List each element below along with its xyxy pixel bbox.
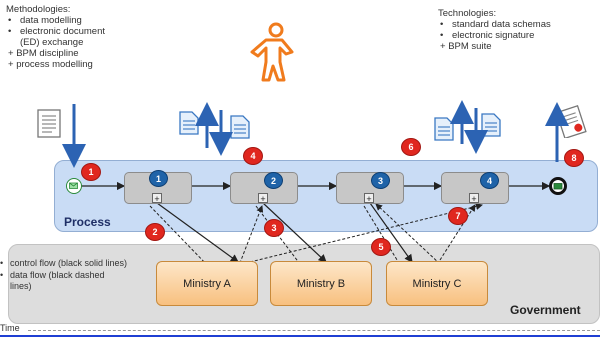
methodologies-block: Methodologies: •data modelling •electron… [6,4,156,70]
task-number-badge: 2 [264,172,283,189]
step-badge: 7 [448,207,468,225]
document-icon [179,111,199,135]
methodology-item: •electronic document (ED) exchange [8,26,106,48]
process-label: Process [64,215,111,229]
step-badge: 2 [145,223,165,241]
step-badge: 5 [371,238,391,256]
subprocess-marker: + [152,193,162,204]
step-badge: 6 [401,138,421,156]
subprocess-marker: + [469,193,479,204]
step-badge: 8 [564,149,584,167]
document-icon [37,109,61,138]
legend-control-flow: •control flow (black solid lines) [0,258,128,268]
step-badge: 1 [81,163,101,181]
ministry-b: Ministry B [270,261,372,306]
document-icon [434,117,454,141]
subprocess-marker: + [364,193,374,204]
envelope-icon [69,182,78,189]
subprocess-marker: + [258,193,268,204]
task-number-badge: 3 [371,172,390,189]
methodologies-title: Methodologies: [6,4,71,15]
legend: •control flow (black solid lines) •data … [0,258,128,292]
technology-item: •electronic signature [440,30,535,41]
task-number-badge: 1 [149,170,168,187]
envelope-icon [553,183,563,190]
start-event [66,178,82,194]
step-badge: 4 [243,147,263,165]
methodology-item: + process modelling [8,59,93,70]
technologies-title: Technologies: [438,8,497,19]
bottom-rule [0,335,600,337]
end-event [549,177,567,195]
person-icon [250,22,294,82]
methodology-item: •data modelling [8,15,82,26]
time-label: Time [0,323,20,333]
government-label: Government [510,303,581,317]
time-axis [28,330,600,331]
task-number-badge: 4 [480,172,499,189]
methodology-item: + BPM discipline [8,48,79,59]
ministry-a: Ministry A [156,261,258,306]
technologies-block: Technologies: •standard data schemas •el… [438,8,588,52]
ministry-c: Ministry C [386,261,488,306]
technology-item: + BPM suite [440,41,492,52]
technology-item: •standard data schemas [440,19,551,30]
legend-data-flow: •data flow (black dashed lines) [0,270,105,291]
step-badge: 3 [264,219,284,237]
